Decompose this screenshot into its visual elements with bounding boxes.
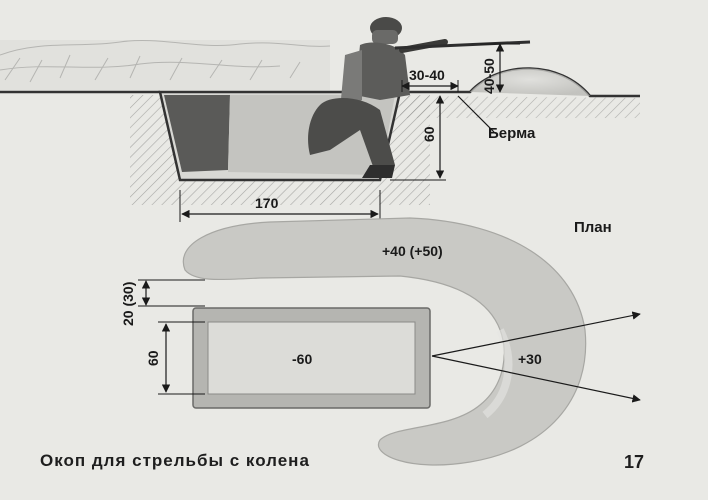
dim-20-30: 20 (30) [120,279,205,326]
horizon-grass [0,39,331,83]
dim-label-40-50: 40-50 [481,58,497,94]
dim-label-60-depth: 60 [421,126,437,142]
sector-arrow-upper [431,311,641,357]
dim-60-depth: 60 [390,95,446,181]
horizon-shading [0,40,330,90]
dim-label-170: 170 [255,195,279,211]
sector-arrow-lower [431,355,641,403]
page-number: 17 [624,452,645,472]
kneeling-soldier [308,17,531,178]
berma-label: Берма [488,125,536,142]
plan-view: План +40 (+50) -60 +30 20 (30) [120,217,641,466]
trench-back-wall [164,95,230,172]
dim-label-30-40: 30-40 [409,67,445,83]
dim-30-40: 30-40 [401,67,459,92]
dim-60-width: 60 [145,321,205,395]
side-parapet-label: +30 [518,351,542,367]
trench-floor [207,321,416,395]
parapet-horseshoe [182,217,587,466]
parapet-height-label: +40 (+50) [382,243,443,259]
dim-40-50: 40-50 [480,43,520,94]
section-view: 30-40 40-50 60 Берма [0,17,640,222]
dim-label-20-30: 20 (30) [120,282,136,326]
dim-label-60-width: 60 [145,350,161,366]
berma-callout: Берма [457,95,536,142]
dim-170: 170 [179,190,381,222]
pit-depth-label: -60 [292,351,312,367]
plan-label: План [574,219,612,236]
figure-caption: Окоп для стрельбы с колена [40,451,310,470]
earth-hatching-right [400,96,640,118]
